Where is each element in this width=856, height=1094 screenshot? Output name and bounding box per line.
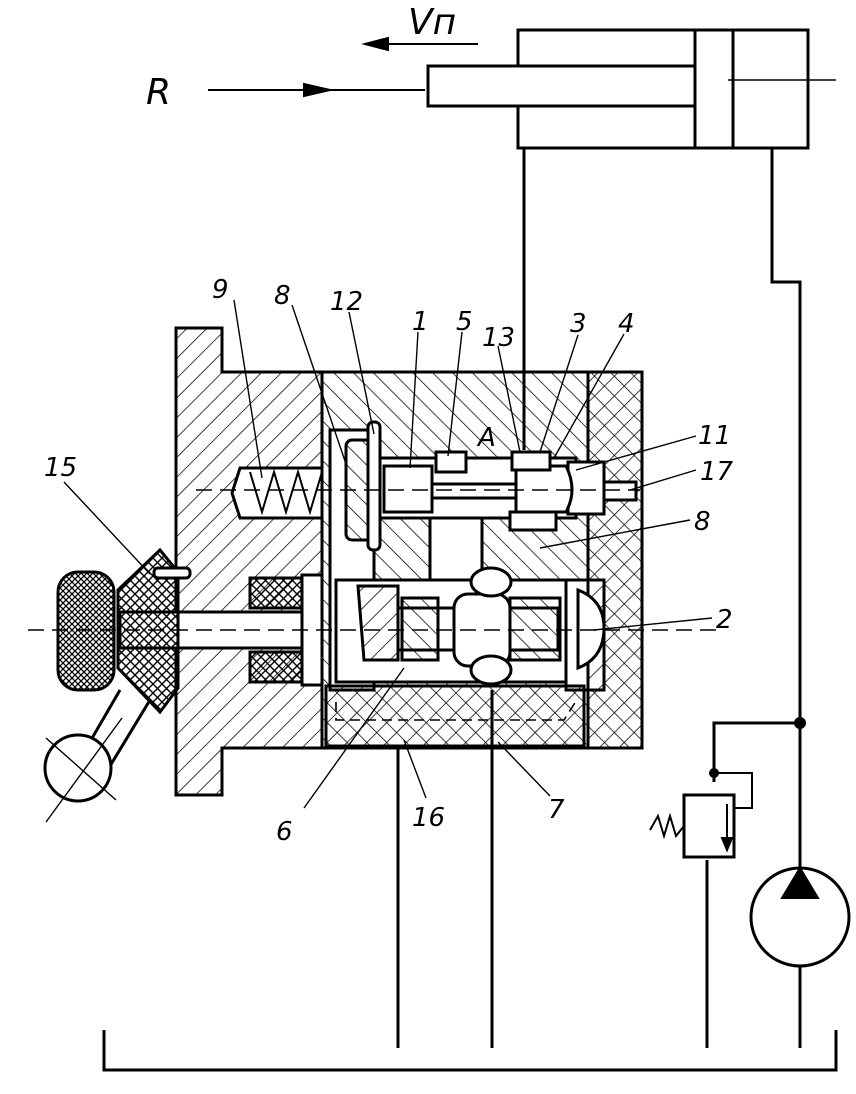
line-pressure [770, 148, 802, 870]
hydraulic-cylinder [208, 28, 836, 150]
force-arrow-head [303, 82, 331, 98]
leader-8 [539, 519, 691, 549]
spool-stem [430, 482, 520, 500]
label-part-16: 16 [412, 803, 445, 833]
force-label: R [146, 72, 171, 113]
pin-17 [602, 480, 638, 502]
bottom-plate [324, 684, 586, 748]
end-cap-2 [576, 587, 606, 671]
label-part-7: 7 [548, 795, 565, 825]
right-end-block [586, 370, 644, 750]
leader-6 [303, 667, 405, 809]
ball-cross [45, 737, 117, 801]
label-part-5: 5 [456, 307, 473, 337]
label-part-11: 11 [698, 421, 731, 451]
connecting-channel [428, 516, 484, 590]
label-part-10: 9 [212, 275, 229, 305]
label-part-13: 13 [482, 323, 515, 353]
lever-axis [45, 717, 123, 823]
seal-upper [248, 576, 308, 610]
velocity-label: Vп [408, 2, 456, 43]
line-to-relief [712, 721, 800, 782]
spool-land-1 [382, 464, 434, 514]
leader-5 [447, 331, 463, 457]
label-part-12: 12 [330, 287, 363, 317]
leader-lines [63, 299, 713, 809]
label-chamber-A: A [476, 423, 496, 453]
leader-4 [553, 333, 625, 459]
label-part-6: 6 [276, 817, 293, 847]
control-shaft [43, 547, 324, 803]
knob [56, 570, 116, 692]
label-part-4: 4 [618, 309, 635, 339]
spool-land-3 [514, 464, 574, 514]
land-5 [434, 450, 468, 474]
label-part-15: 15 [44, 453, 77, 483]
ball-lower [469, 654, 513, 686]
leader-9 [291, 304, 347, 465]
lever-arm-b [108, 699, 152, 767]
leader-15 [63, 481, 151, 575]
piston-rod [426, 64, 697, 108]
seal-lower [248, 650, 308, 684]
leader-13 [497, 345, 521, 453]
ball-upper [469, 566, 513, 598]
disc-12 [366, 420, 382, 552]
relief-valve-arrow [720, 837, 734, 853]
leader-11 [575, 435, 697, 471]
label-part-1: 1 [412, 307, 429, 337]
valve-housing [174, 326, 644, 797]
label-part-9: 8 [274, 281, 291, 311]
handle-hub-15 [116, 547, 180, 715]
lower-spool-left [400, 596, 440, 662]
leader-3 [539, 334, 579, 453]
label-part-3: 3 [570, 309, 587, 339]
lower-spool-right [508, 596, 562, 662]
pump [749, 866, 851, 968]
spring-10 [249, 468, 323, 516]
pin-15 [152, 566, 192, 580]
relief-pilot-line [714, 772, 753, 809]
pump-arrow [780, 866, 820, 899]
spring-bore [230, 466, 324, 520]
velocity-arrow-head [361, 36, 389, 52]
cam-6 [356, 584, 400, 662]
leader-10 [233, 299, 263, 479]
valve-internals [344, 420, 638, 686]
leader-16 [403, 739, 427, 799]
leader-2 [593, 617, 713, 631]
tank-line [102, 1030, 838, 1072]
leader-7 [497, 741, 551, 797]
land-13 [510, 450, 552, 472]
label-part-2: 2 [716, 605, 733, 635]
label-part-17: 17 [700, 457, 734, 487]
cylinder-piston [693, 28, 735, 150]
lever-ball [43, 733, 113, 803]
leader-1 [409, 331, 419, 469]
land-4 [508, 510, 558, 532]
relief-valve [649, 793, 736, 859]
relief-valve-spring [649, 812, 685, 840]
leader-12 [348, 311, 375, 435]
label-part-8: 8 [694, 507, 711, 537]
hydraulic-lines [102, 148, 838, 1072]
leader-17 [629, 469, 697, 491]
drain-passage [335, 697, 579, 721]
